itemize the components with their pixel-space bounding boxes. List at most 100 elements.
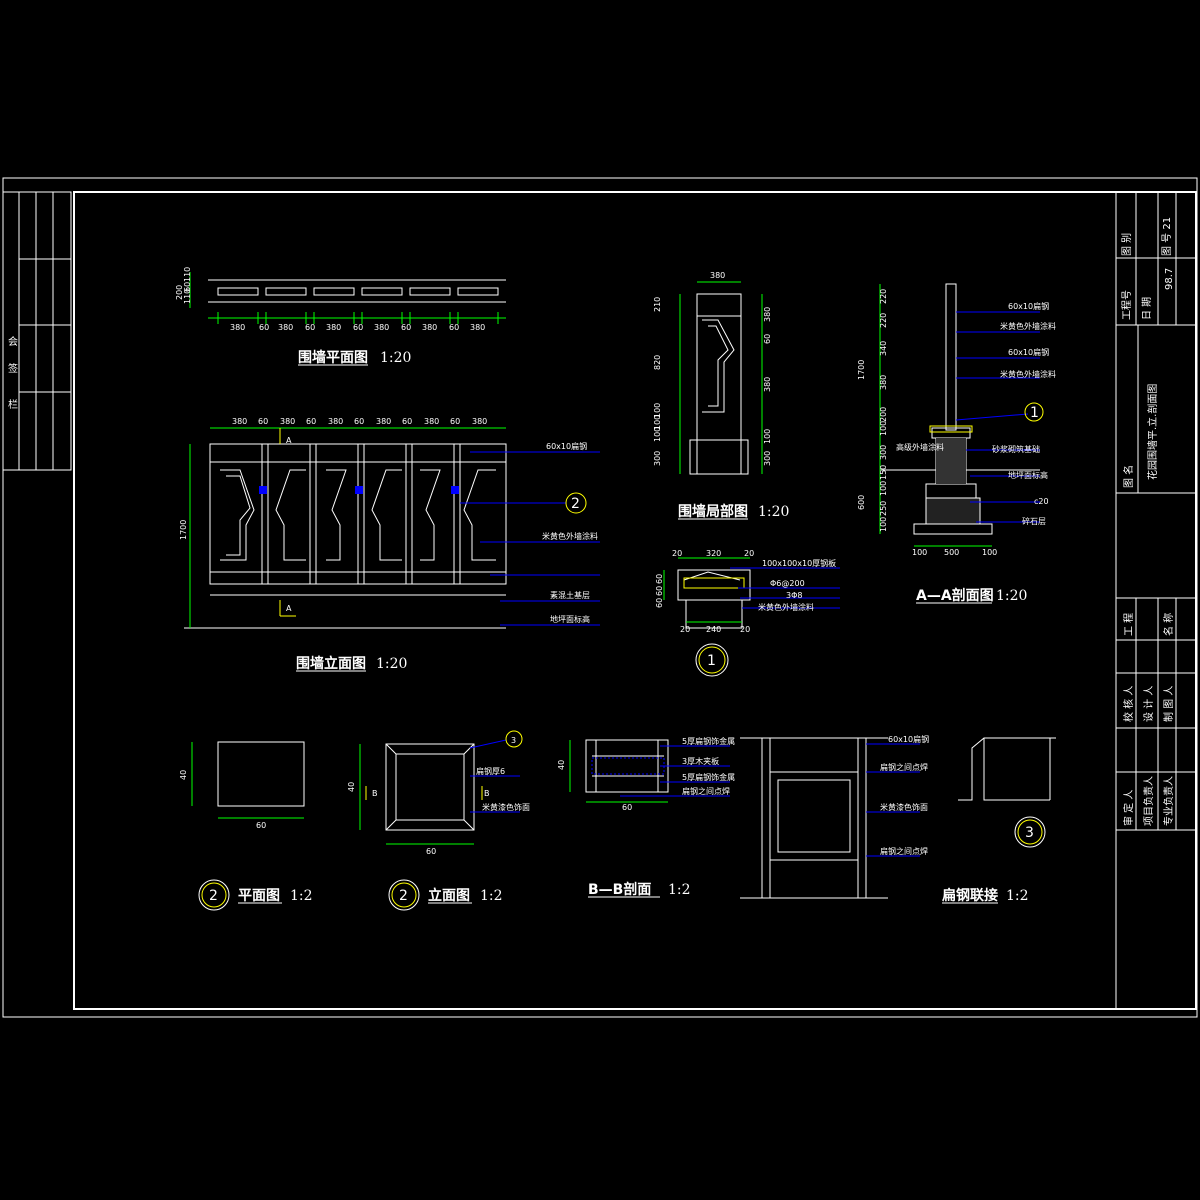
- elevation-title: 围墙立面图: [296, 655, 366, 672]
- aa-scale: 1:20: [996, 588, 1027, 604]
- plan-dim-4: 60: [305, 323, 315, 332]
- d1-note-2: Φ6@200: [770, 579, 805, 588]
- bb-note-2: 3厚木夹板: [682, 756, 719, 766]
- elev-dim-3: 380: [280, 417, 295, 426]
- aa-note-1: 60x10扁钢: [1008, 301, 1049, 311]
- elev-dim-1: 380: [232, 417, 247, 426]
- detail-1: 20 320 20 20 240 20 60 60 60 100x100x10厚…: [655, 549, 840, 677]
- elev-section-mark-bottom: A: [286, 604, 292, 613]
- elev2-mark-left: B: [372, 789, 378, 798]
- tb-drawing-no: 图 号 21: [1161, 217, 1173, 256]
- aa-note-2: 米黄色外墙涂料: [1000, 321, 1056, 331]
- plan-dim-6: 60: [353, 323, 363, 332]
- elev-dim-7: 380: [376, 417, 391, 426]
- d1-note-3: 3Φ8: [786, 591, 802, 600]
- detail-dim-r-3: 380: [763, 377, 772, 392]
- plan-2: 60 40 2 平面图 1:2: [179, 741, 313, 911]
- elev-dim-6: 60: [354, 417, 364, 426]
- elev2-mark-right: B: [484, 789, 490, 798]
- aa-dim-10: 100: [879, 481, 888, 496]
- plan-dim-v-2: 110: [183, 289, 192, 304]
- plan2-callout: 2: [209, 888, 218, 904]
- elev2-note-2: 米黄漆色饰面: [482, 802, 530, 812]
- aa-dim-2: 220: [879, 289, 888, 304]
- aa-note-3: 60x10扁钢: [1008, 347, 1049, 357]
- detail-3: 3 扁钢联接 1:2: [942, 737, 1056, 904]
- bb-note-1: 5厚扁钢饰金属: [682, 736, 735, 746]
- d1-dim-l3: 60: [655, 598, 664, 608]
- plan-dim-9: 380: [422, 323, 437, 332]
- elev-section-mark-top: A: [286, 436, 292, 445]
- strip-char-1: 会: [8, 335, 18, 348]
- elev-dim-5: 380: [328, 417, 343, 426]
- aa-dim-b3: 100: [982, 548, 997, 557]
- plan-dim-10: 60: [449, 323, 459, 332]
- d1-dim-b1: 20: [680, 625, 690, 634]
- elev2-title: 立面图: [428, 887, 470, 904]
- tb-drawing-type-label: 图 别: [1121, 233, 1133, 256]
- title-block: [1115, 192, 1196, 1009]
- tb-role-checker: 校 核 人: [1122, 686, 1135, 722]
- plan2-scale: 1:2: [290, 888, 313, 904]
- elev-height: 1700: [179, 520, 188, 540]
- plan2-title: 平面图: [238, 888, 280, 904]
- plan-dim-v-1: 200: [175, 285, 184, 300]
- aa-dim-12: 250: [879, 501, 888, 516]
- detail-dim-r-1: 380: [763, 307, 772, 322]
- aa-dim-7: 100: [879, 421, 888, 436]
- title-block-text: 图 别 图 号 21 工程号 日 期 98.7 图 名 花园围墙平.立.剖面图 …: [1121, 217, 1175, 826]
- aa-callout: 1: [1030, 405, 1039, 421]
- tb-role-designer: 设 计 人: [1142, 686, 1155, 722]
- joint-note-3: 米黄漆色饰面: [880, 802, 928, 812]
- aa-dim-8: 300: [879, 445, 888, 460]
- d1-note-1: 100x100x10厚钢板: [762, 558, 836, 568]
- elev2-scale: 1:2: [480, 888, 503, 904]
- elev2-note-1: 扁钢厚6: [476, 766, 505, 776]
- tb-role-project-lead: 项目负责人: [1142, 776, 1155, 826]
- tb-project-value: 名 称: [1162, 613, 1175, 636]
- aa-dim-3: 220: [879, 313, 888, 328]
- plan-dim-v-4: 110: [183, 267, 192, 282]
- tb-role-approver: 审 定 人: [1122, 790, 1135, 826]
- strip-char-2: 签: [8, 362, 18, 375]
- joint-note-2: 扁钢之间点焊: [880, 762, 928, 772]
- wall-elevation: 2 60x10扁钢 米黄色外墙涂料 素混土基层 地坪面标高 1700 380 6…: [179, 417, 600, 672]
- elevation-callout: 2: [571, 496, 580, 512]
- plan2-dim-w: 60: [256, 821, 266, 830]
- plan-scale: 1:20: [380, 350, 411, 366]
- aa-note-5: 高级外墙涂料: [896, 442, 944, 452]
- elev2-dim-h: 40: [347, 782, 356, 792]
- aa-note-4: 米黄色外墙涂料: [1000, 369, 1056, 379]
- detail-dim-l-3: 100: [653, 403, 662, 418]
- bb-title: B—B剖面: [588, 881, 651, 898]
- elev-dim-2: 60: [258, 417, 268, 426]
- tb-project-label: 工 程: [1123, 613, 1135, 636]
- joint-note-1: 60x10扁钢: [888, 734, 929, 744]
- wall-plan: 380 60 380 60 380 60 380 60 380 60 380 2…: [175, 267, 506, 366]
- detail-dim-l-1: 210: [653, 297, 662, 312]
- d1-dim-t2: 320: [706, 549, 721, 558]
- elev2-dim-w: 60: [426, 847, 436, 856]
- d1-dim-t1: 20: [672, 549, 682, 558]
- aa-dim-1: 1700: [857, 360, 866, 380]
- plan-dim-11: 380: [470, 323, 485, 332]
- detail-dim-top: 380: [710, 271, 725, 280]
- signature-strip: [2, 191, 72, 471]
- plan-dim-5: 380: [326, 323, 341, 332]
- tb-date-label: 日 期: [1141, 297, 1153, 320]
- strip-char-3: 栏: [8, 398, 18, 411]
- bb-scale: 1:2: [668, 882, 691, 898]
- detail-dim-l-5: 100: [653, 427, 662, 442]
- aa-dim-5: 380: [879, 375, 888, 390]
- d1-dim-l2: 60: [655, 586, 664, 596]
- d1-dim-b3: 20: [740, 625, 750, 634]
- d1-dim-b2: 240: [706, 625, 721, 634]
- elev-dim-4: 60: [306, 417, 316, 426]
- tb-role-discipline-lead: 专业负责人: [1162, 776, 1175, 826]
- elev-note-3: 素混土基层: [550, 590, 590, 600]
- plan-dim-1: 380: [230, 323, 245, 332]
- d1-dim-t3: 20: [744, 549, 754, 558]
- aa-dim-13: 100: [879, 517, 888, 532]
- detail-dim-r-4: 100: [763, 429, 772, 444]
- bb-dim-w: 60: [622, 803, 632, 812]
